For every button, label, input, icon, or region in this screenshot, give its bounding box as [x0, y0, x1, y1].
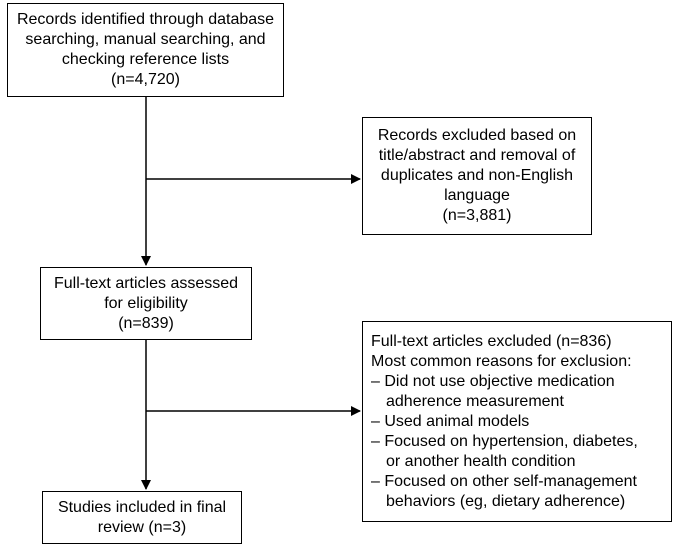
reason-item-4: – Focused on other self-management	[371, 472, 637, 490]
records-excluded-title-line-2: title/abstract and removal of	[378, 147, 576, 164]
fulltext-assessed-box: Full-text articles assessed for eligibil…	[40, 267, 252, 340]
records-excluded-title-line-1: Records excluded based on	[377, 127, 577, 144]
records-identified-line-3: checking reference lists	[61, 51, 230, 68]
studies-included-count: review (n=3)	[97, 518, 187, 536]
reason-item-3-cont: or another health condition	[386, 452, 576, 470]
fulltext-excluded-box: Full-text articles excluded (n=836) Most…	[362, 321, 672, 522]
reason-item-4-cont: behaviors (eg, dietary adherence)	[386, 492, 626, 510]
reason-item-1-cont: adherence measurement	[386, 392, 564, 410]
records-identified-line-1: Records identified through database	[16, 11, 275, 28]
studies-included-line-1: Studies included in final	[57, 498, 227, 516]
fulltext-assessed-line-1: Full-text articles assessed	[53, 274, 239, 292]
records-excluded-title-box: Records excluded based on title/abstract…	[362, 117, 592, 235]
records-excluded-title-line-3: duplicates and non-English	[380, 167, 574, 184]
reason-item-2: – Used animal models	[371, 412, 530, 430]
fulltext-assessed-count: (n=839)	[118, 314, 174, 332]
fulltext-assessed-line-2: for eligibility	[104, 294, 188, 312]
records-identified-count: (n=4,720)	[111, 71, 180, 88]
records-excluded-title-count: (n=3,881)	[442, 207, 512, 224]
reason-item-3: – Focused on hypertension, diabetes,	[371, 432, 638, 450]
records-identified-line-2: searching, manual searching, and	[25, 31, 266, 48]
reason-item-1: – Did not use objective medication	[371, 372, 615, 390]
records-excluded-title-line-4: language	[444, 187, 510, 204]
records-identified-box: Records identified through database sear…	[7, 3, 284, 97]
studies-included-box: Studies included in final review (n=3)	[42, 491, 242, 544]
fulltext-excluded-reasons-heading: Most common reasons for exclusion:	[371, 352, 632, 370]
fulltext-excluded-heading: Full-text articles excluded (n=836)	[371, 332, 612, 350]
